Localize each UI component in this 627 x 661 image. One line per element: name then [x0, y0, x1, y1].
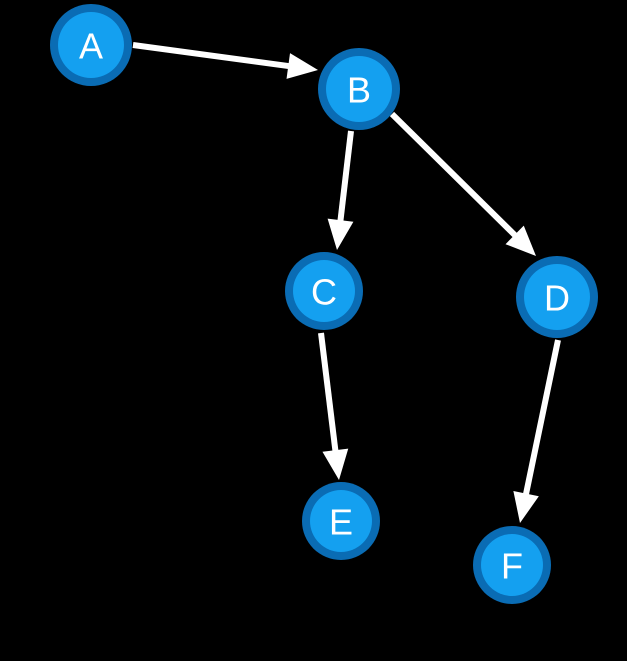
edge-arrowhead-icon [322, 448, 349, 480]
node-fill [524, 264, 590, 330]
graph-node-e[interactable]: E [302, 482, 380, 560]
node-label: D [544, 278, 570, 319]
graph-node-d[interactable]: D [516, 256, 598, 338]
node-label: F [501, 546, 523, 587]
edge-c-to-e [318, 332, 349, 480]
node-label: C [311, 272, 337, 313]
nodes-layer: A B C D E F [50, 4, 598, 604]
graph-node-a[interactable]: A [50, 4, 132, 86]
node-fill [326, 56, 392, 122]
edge-arrowhead-icon [327, 218, 354, 250]
graph-node-b[interactable]: B [318, 48, 400, 130]
edges-layer [132, 42, 561, 523]
edge-shaft [318, 332, 340, 457]
graph-node-f[interactable]: F [473, 526, 551, 604]
edge-shaft [521, 339, 561, 501]
node-fill [293, 260, 355, 322]
edge-arrowhead-icon [513, 490, 539, 523]
node-fill [481, 534, 543, 596]
edge-arrowhead-icon [286, 53, 318, 79]
node-label: B [347, 70, 371, 111]
edge-arrowhead-icon [505, 225, 536, 256]
node-fill [310, 490, 372, 552]
node-label: A [79, 26, 103, 67]
edge-b-to-c [327, 130, 354, 250]
edge-shaft [132, 42, 295, 70]
node-label: E [329, 502, 353, 543]
node-fill [58, 12, 124, 78]
edge-d-to-f [513, 339, 561, 523]
graph-node-c[interactable]: C [285, 252, 363, 330]
edge-shaft [389, 111, 522, 242]
edge-b-to-d [389, 111, 536, 256]
edge-a-to-b [132, 42, 318, 79]
edge-shaft [336, 130, 354, 227]
